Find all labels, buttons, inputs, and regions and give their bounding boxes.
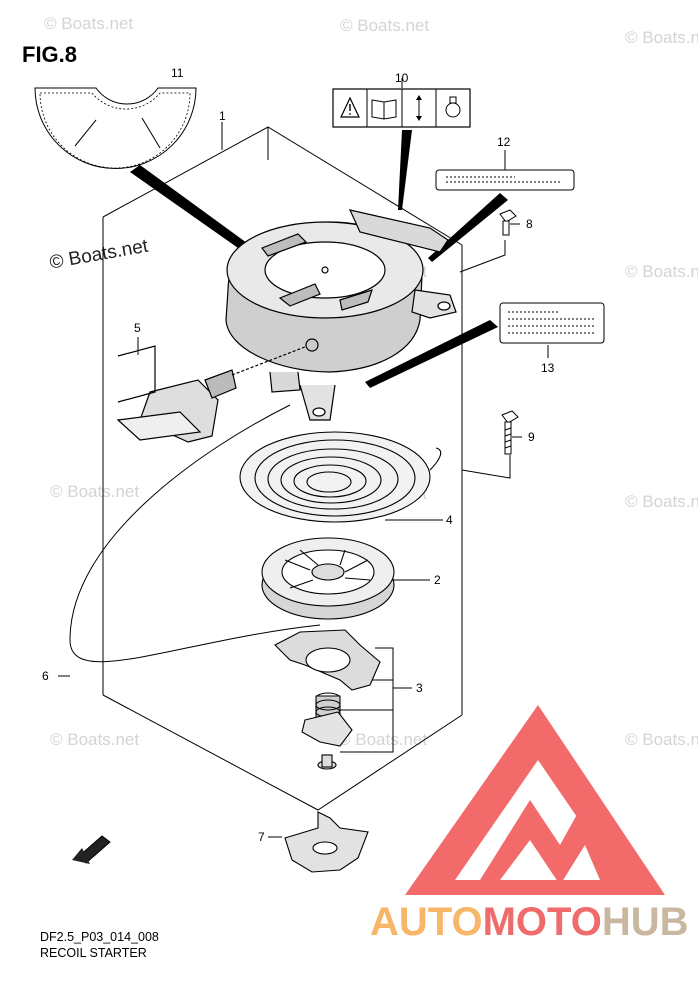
part-10-warning-label [332,88,471,128]
callout-9: 9 [528,430,535,444]
diagram-code: DF2.5_P03_014_008 [40,930,159,944]
part-12-label [435,169,575,191]
callout-5: 5 [134,321,141,335]
part-6-rope [69,404,321,663]
pull-handle-icon [445,96,461,118]
part-2-reel [261,537,395,620]
callout-3: 3 [416,681,423,695]
callout-12: 12 [497,135,511,149]
part-1-starter-housing [225,209,457,421]
watermark: © Boats.net [340,16,430,35]
automotohub-brand: AUTOMOTOHUB [370,900,689,945]
callout-8: 8 [526,217,533,231]
leader-lines [58,78,549,838]
figure-title: FIG.8 [22,42,78,67]
part-9-bolt [501,410,519,455]
callout-6: 6 [42,669,49,683]
watermark: © Boats.net [625,730,698,749]
callout-11: 11 [171,66,184,80]
callout-4: 4 [446,513,453,527]
callout-2: 2 [434,573,441,587]
part-3-ratchet [274,629,381,770]
part-4-spring [239,431,442,523]
part-11-arc-label [34,87,197,169]
direction-arrows-icon [416,95,422,121]
part-8-bolt [499,209,517,236]
watermark: © Boats.net [50,730,140,749]
watermark: © Boats.net [44,14,134,33]
manual-book-icon [371,99,397,120]
callout-13: 13 [541,361,555,375]
callout-7: 7 [258,830,265,844]
watermark: © Boats.net [50,482,140,501]
part-5-handle [116,338,319,443]
callout-numbers: 1 2 3 4 5 6 7 8 9 10 11 12 13 [42,66,555,844]
watermark: © Boats.net [625,262,698,281]
part-7-plate [284,811,369,873]
warning-triangle-icon [340,96,360,118]
watermark: © Boats.net [625,28,698,47]
watermark: © Boats.net [338,730,428,749]
automotohub-logo [405,705,665,895]
callout-1: 1 [219,109,226,123]
part-13-label [499,302,605,344]
fwd-arrow-icon [72,835,111,864]
callout-10: 10 [395,71,409,85]
logo-mark [480,800,620,885]
pointer-arrows [130,130,508,388]
diagram-caption: RECOIL STARTER [40,946,147,960]
brand-moto: MOTO [482,900,602,944]
brand-hub: HUB [601,900,689,944]
brand-auto: AUTO [370,900,483,944]
watermark: © Boats.net [625,492,698,511]
